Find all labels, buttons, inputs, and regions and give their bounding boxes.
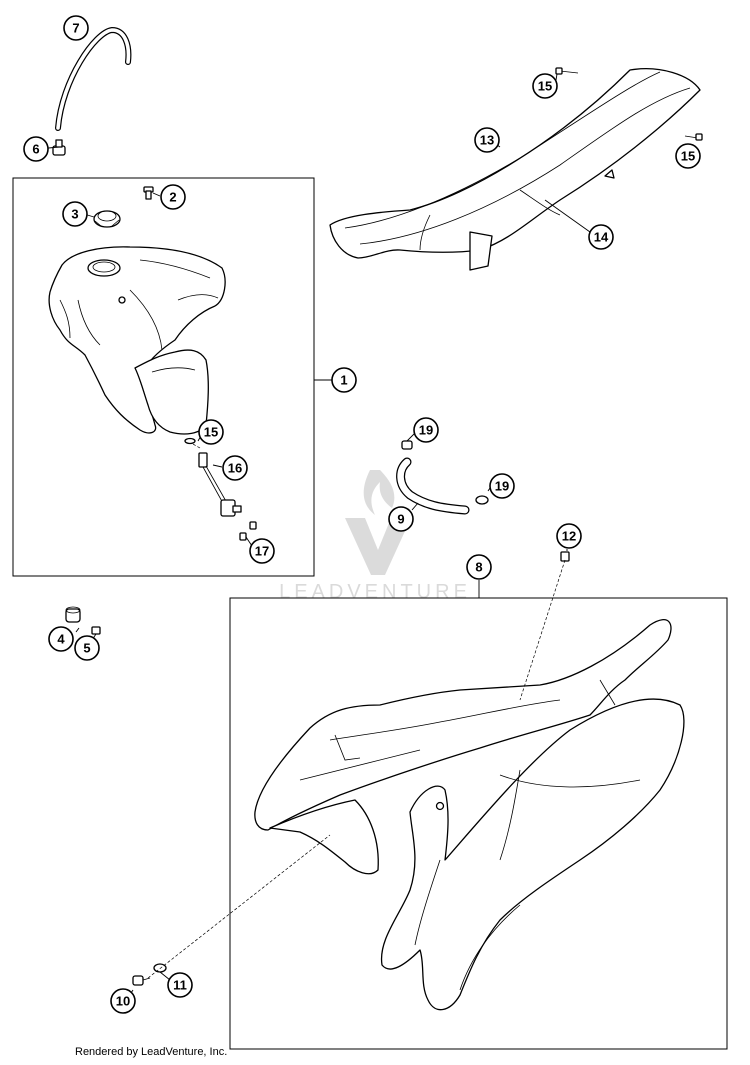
render-credit: Rendered by LeadVenture, Inc. bbox=[75, 1046, 228, 1058]
o-ring bbox=[184, 437, 196, 445]
panel-screw-bottom bbox=[132, 975, 151, 986]
side-panel-rear bbox=[380, 698, 685, 1011]
callout-15-front: 15 bbox=[532, 73, 558, 99]
callout-10: 10 bbox=[110, 988, 136, 1014]
assembly-line-10 bbox=[147, 834, 331, 979]
callout-19-lower: 19 bbox=[489, 473, 515, 499]
svg-text:15: 15 bbox=[681, 149, 695, 164]
seat-bolt-rear bbox=[684, 133, 703, 141]
callout-5: 5 bbox=[74, 635, 100, 661]
tank-assembly-frame bbox=[12, 177, 315, 577]
watermark-text: LEADVENTURE bbox=[279, 581, 471, 603]
assembly-line-tap bbox=[192, 443, 201, 449]
svg-text:19: 19 bbox=[495, 479, 509, 494]
callout-12: 12 bbox=[556, 523, 582, 549]
callout-18: 17 bbox=[249, 538, 275, 564]
callout-16: 15 bbox=[198, 419, 224, 445]
svg-text:14: 14 bbox=[594, 230, 609, 245]
svg-text:7: 7 bbox=[72, 21, 79, 36]
svg-text:15: 15 bbox=[204, 425, 218, 440]
callout-11: 11 bbox=[167, 972, 193, 998]
callout-3: 3 bbox=[62, 201, 88, 227]
collar-screw bbox=[91, 626, 101, 635]
hose-clamp-lower bbox=[475, 495, 489, 505]
callout-9: 9 bbox=[388, 506, 414, 532]
callout-14: 14 bbox=[588, 224, 614, 250]
breather-hose bbox=[55, 26, 132, 131]
watermark-logo: LEADVENTURE bbox=[279, 470, 471, 603]
callout-1: 1 bbox=[331, 367, 357, 393]
seat bbox=[329, 68, 701, 271]
svg-text:3: 3 bbox=[71, 207, 78, 222]
callout-8: 8 bbox=[466, 554, 492, 580]
callout-2: 2 bbox=[160, 184, 186, 210]
seat-bolt-front bbox=[555, 67, 579, 75]
callout-13: 13 bbox=[474, 127, 500, 153]
leader-lines bbox=[37, 73, 691, 994]
cap-screw bbox=[143, 186, 154, 200]
filler-cap bbox=[93, 210, 121, 228]
fuel-tap bbox=[198, 452, 242, 517]
vent-hose bbox=[396, 457, 470, 515]
svg-text:19: 19 bbox=[419, 423, 433, 438]
callout-17: 16 bbox=[222, 455, 248, 481]
svg-text:8: 8 bbox=[475, 560, 482, 575]
callout-7: 7 bbox=[63, 15, 89, 41]
fuel-tank bbox=[48, 246, 226, 435]
svg-text:15: 15 bbox=[538, 79, 552, 94]
svg-text:12: 12 bbox=[562, 529, 576, 544]
side-panel-front bbox=[254, 619, 672, 875]
tap-screws bbox=[239, 521, 257, 541]
callout-6: 6 bbox=[23, 136, 49, 162]
svg-text:6: 6 bbox=[32, 142, 39, 157]
svg-text:17: 17 bbox=[255, 544, 269, 559]
side-panel-frame bbox=[229, 597, 728, 1050]
svg-text:5: 5 bbox=[83, 641, 90, 656]
spacer-bushing bbox=[65, 606, 81, 623]
svg-text:13: 13 bbox=[480, 133, 494, 148]
svg-text:4: 4 bbox=[57, 632, 65, 647]
callout-4: 4 bbox=[48, 626, 74, 652]
callout-19-upper: 19 bbox=[413, 417, 439, 443]
assembly-line-12 bbox=[519, 559, 566, 701]
panel-screw-top bbox=[560, 551, 570, 562]
svg-text:16: 16 bbox=[228, 461, 242, 476]
svg-text:2: 2 bbox=[169, 190, 176, 205]
svg-text:11: 11 bbox=[173, 978, 187, 993]
svg-text:9: 9 bbox=[397, 512, 404, 527]
svg-text:10: 10 bbox=[116, 994, 130, 1009]
hose-fitting bbox=[52, 139, 66, 156]
callout-15-rear: 15 bbox=[675, 143, 701, 169]
hose-clamp-upper bbox=[401, 440, 413, 450]
svg-text:1: 1 bbox=[340, 373, 347, 388]
